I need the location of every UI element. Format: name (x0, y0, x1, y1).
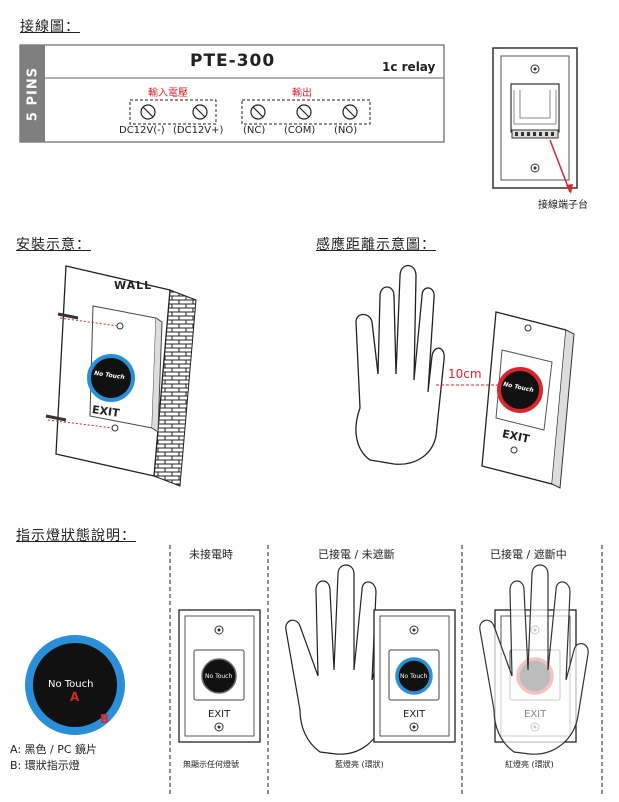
pin-label-2: (DC12V+) (173, 125, 224, 136)
legend-a: A: 黑色 / PC 鏡片 (10, 743, 98, 756)
input-terminal-group (129, 99, 217, 125)
indicator-section (25, 545, 603, 795)
pins-side-label-wrap: 5 PINS (21, 60, 45, 128)
wiring-heading: 接線圖： (20, 19, 80, 35)
big-button-text: No Touch (48, 679, 94, 690)
distance-heading: 感應距離示意圖： (316, 237, 436, 253)
output-label: 輸出 (292, 88, 312, 99)
indicator-heading: 指示燈狀態說明： (16, 528, 136, 544)
input-voltage-label: 輸入電壓 (148, 88, 188, 99)
state-blue-button-text: No Touch (400, 673, 428, 680)
pins-side-bar (20, 45, 45, 142)
terminal-board-label: 接線端子台 (538, 200, 588, 211)
state-plate-off (178, 609, 261, 743)
output-terminal-group (241, 99, 371, 125)
pin-label-3: (NC) (243, 125, 266, 136)
installation-drawing (45, 265, 197, 487)
terminal-board-drawing (492, 47, 578, 194)
pins-side-label: 5 PINS (25, 66, 41, 122)
wall-label: WALL (114, 279, 153, 292)
state-title-red: 已接電 / 遮斷中 (490, 548, 567, 561)
state-caption-off: 無顯示任何燈號 (183, 760, 239, 769)
pin-label-1: DC12V(-) (119, 125, 165, 136)
state-title-off: 未接電時 (189, 548, 233, 561)
terminal-screws (140, 104, 358, 120)
hand-icon (355, 264, 445, 465)
state-blue-exit-text: EXIT (403, 709, 426, 720)
install-heading: 安裝示意： (16, 237, 91, 253)
marker-b: B (100, 712, 110, 726)
state-caption-blue: 藍燈亮 (環狀) (335, 760, 384, 769)
distance-label: 10cm (448, 367, 482, 381)
state-red-button-text: No Touch (521, 673, 549, 680)
state-off-button-text: No Touch (205, 673, 233, 680)
state-off-exit-text: EXIT (208, 709, 231, 720)
distance-drawing (355, 264, 575, 489)
state-caption-red: 紅燈亮 (環狀) (505, 760, 554, 769)
state-title-blue: 已接電 / 未遮斷 (318, 548, 395, 561)
marker-a: A (70, 690, 80, 704)
legend-b: B: 環狀指示燈 (10, 759, 80, 772)
relay-label: 1c relay (382, 60, 436, 74)
state-plate-blue (285, 564, 456, 755)
state-red-exit-text: EXIT (524, 709, 547, 720)
wiring-diagram (19, 44, 445, 143)
pin-label-5: (NO) (334, 125, 358, 136)
state-plate-red (479, 564, 589, 755)
model-title: PTE-300 (190, 51, 276, 71)
pin-label-4: (COM) (284, 125, 316, 136)
